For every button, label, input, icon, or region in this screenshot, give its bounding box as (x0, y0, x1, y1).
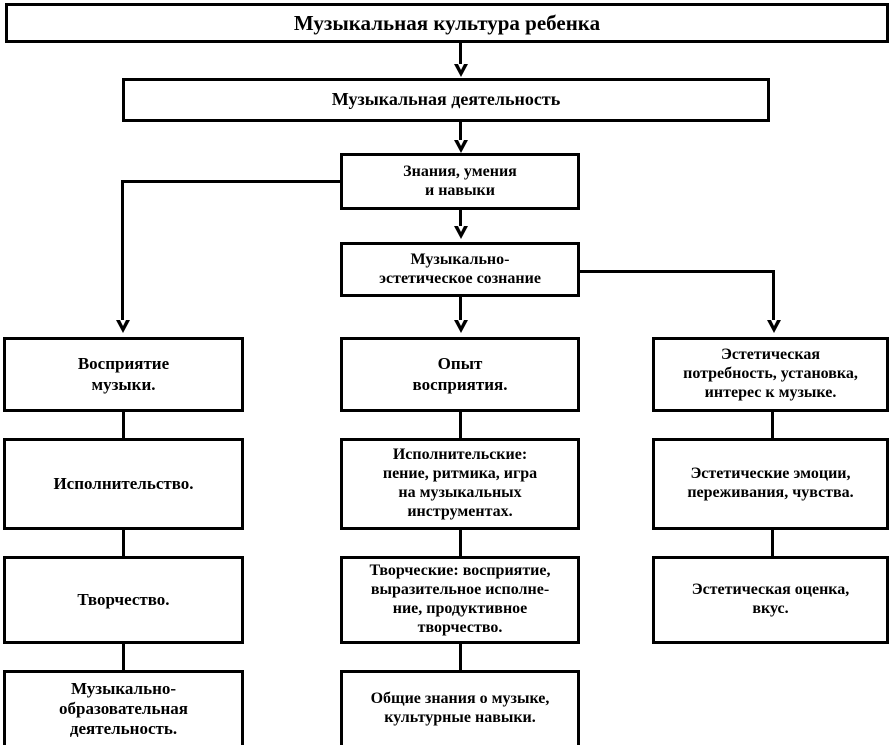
node-aesthetic-need: Эстетическая потребность, установка, инт… (652, 337, 889, 412)
node-knowledge-skills: Знания, умения и навыки (340, 153, 580, 210)
connector-root-to-activity (459, 43, 462, 67)
node-musical-activity-label: Музыкальная деятельность (331, 89, 561, 110)
node-aesthetic-evaluation: Эстетическая оценка, вкус. (652, 556, 889, 644)
connector-mid-2-to-3 (459, 530, 462, 556)
connector-knowledge-to-consciousness (459, 210, 462, 226)
arrowhead-notch-4 (458, 226, 464, 232)
node-creativity-label: Творчество. (77, 589, 170, 609)
node-aesthetic-emotions: Эстетические эмоции, переживания, чувств… (652, 438, 889, 530)
node-performance: Исполнительство. (3, 438, 244, 530)
connector-consciousness-to-experience (459, 297, 462, 322)
node-perception-of-music: Восприятие музыки. (3, 337, 244, 412)
connector-right-1-to-2 (771, 412, 774, 438)
node-experience-of-perception-label: Опыт восприятия. (412, 354, 508, 394)
node-creative-skills-label: Творческие: восприятие, выразительное ис… (369, 562, 551, 636)
connector-left-3-to-4 (122, 644, 125, 670)
arrowhead-notch-1 (458, 64, 464, 70)
arrowhead-notch-6 (458, 320, 464, 326)
node-musical-activity: Музыкальная деятельность (122, 78, 770, 122)
connector-activity-to-knowledge (459, 122, 462, 142)
node-creativity: Творчество. (3, 556, 244, 644)
connector-left-1-to-2 (122, 412, 125, 438)
node-aesthetic-emotions-label: Эстетические эмоции, переживания, чувств… (687, 465, 854, 501)
node-aesthetic-evaluation-label: Эстетическая оценка, вкус. (691, 581, 850, 617)
node-general-music-knowledge: Общие знания о музыке, культурные навыки… (340, 670, 580, 745)
connector-right-2-to-3 (771, 530, 774, 556)
node-general-music-knowledge-label: Общие знания о музыке, культурные навыки… (370, 690, 550, 726)
connector-consciousness-right-vertical (772, 270, 775, 322)
node-aesthetic-need-label: Эстетическая потребность, установка, инт… (683, 346, 858, 401)
arrowhead-notch-5 (771, 320, 777, 326)
arrowhead-notch-2 (458, 140, 464, 146)
node-root-musical-culture: Музыкальная культура ребенка (5, 3, 889, 43)
arrowhead-to-experience (454, 320, 468, 333)
arrowhead-knowledge-to-consciousness (454, 226, 468, 239)
connector-mid-3-to-4 (459, 644, 462, 670)
node-performing-skills: Исполнительские: пение, ритмика, игра на… (340, 438, 580, 530)
node-aesthetic-consciousness-label: Музыкально- эстетическое сознание (379, 250, 541, 287)
arrowhead-notch-3 (120, 320, 126, 326)
arrowhead-to-aesthetic-need (767, 320, 781, 333)
connector-knowledge-left-vertical (121, 180, 124, 322)
node-experience-of-perception: Опыт восприятия. (340, 337, 580, 412)
connector-consciousness-right-horizontal (577, 270, 775, 273)
node-performance-label: Исполнительство. (53, 473, 194, 493)
connector-knowledge-left-horizontal (121, 180, 343, 183)
connector-left-2-to-3 (122, 530, 125, 556)
arrowhead-to-perception-music (116, 320, 130, 333)
node-aesthetic-consciousness: Музыкально- эстетическое сознание (340, 242, 580, 297)
arrowhead-root-to-activity (454, 64, 468, 77)
node-knowledge-skills-label: Знания, умения и навыки (403, 162, 517, 199)
arrowhead-activity-to-knowledge (454, 140, 468, 153)
node-musical-educational-activity-label: Музыкально- образовательная деятельность… (59, 678, 188, 739)
node-performing-skills-label: Исполнительские: пение, ритмика, игра на… (382, 446, 538, 520)
node-root-label: Музыкальная культура ребенка (293, 10, 601, 35)
node-creative-skills: Творческие: восприятие, выразительное ис… (340, 556, 580, 644)
node-perception-of-music-label: Восприятие музыки. (77, 354, 170, 394)
connector-mid-1-to-2 (459, 412, 462, 438)
node-musical-educational-activity: Музыкально- образовательная деятельность… (3, 670, 244, 745)
